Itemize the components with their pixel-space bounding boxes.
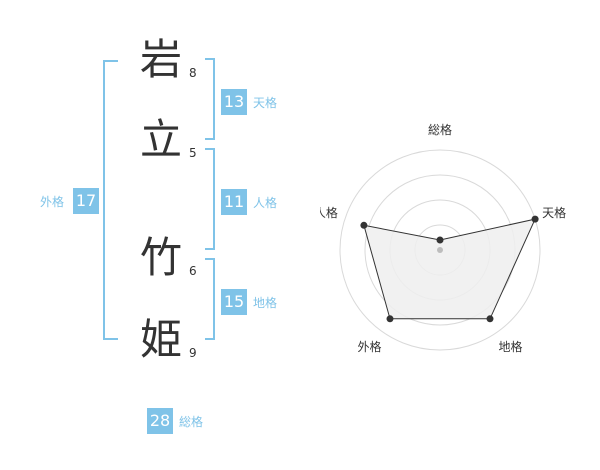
- gaikaku-label: 外格: [40, 195, 65, 209]
- tenkaku-bracket: [205, 58, 215, 140]
- radar-data-area: [363, 218, 536, 320]
- jinkaku-bracket: [205, 148, 215, 250]
- chikaku-bracket: [205, 258, 215, 340]
- radar-axis-label-4: 外格: [357, 339, 381, 354]
- radar-center-dot: [437, 247, 443, 253]
- stroke-count-4: 9: [189, 346, 197, 360]
- radar-axis-label-3: 地格: [498, 339, 522, 354]
- gaikaku-badge: 17: [73, 188, 99, 214]
- name-char-2: 立: [139, 115, 182, 164]
- jinkaku-badge: 11: [221, 189, 247, 215]
- name-char-4: 姫: [139, 315, 182, 364]
- stroke-count-1: 8: [189, 66, 197, 80]
- tenkaku-label: 天格: [253, 96, 278, 110]
- chikaku-badge: 15: [221, 289, 247, 315]
- radar-point-5: [360, 221, 368, 229]
- gaikaku-bracket: [103, 60, 118, 340]
- radar-point-3: [486, 315, 494, 323]
- chikaku-label: 地格: [253, 296, 278, 310]
- radar-point-4: [386, 315, 394, 323]
- jinkaku-label: 人格: [253, 196, 278, 210]
- tenkaku-badge: 13: [221, 89, 247, 115]
- radar-ring-4: [339, 149, 541, 351]
- radar-axis-label-1: 総格: [428, 122, 452, 137]
- soukaku-label: 総格: [179, 415, 204, 429]
- radar-axis-label-2: 天格: [542, 205, 566, 220]
- radar-point-2: [531, 215, 539, 223]
- name-char-3: 竹: [139, 233, 182, 282]
- stroke-count-2: 5: [189, 146, 197, 160]
- stroke-count-3: 6: [189, 264, 197, 278]
- radar-point-1: [436, 236, 444, 244]
- radar-axis-label-5: 人格: [320, 205, 338, 220]
- name-char-1: 岩: [139, 35, 182, 84]
- soukaku-badge: 28: [147, 408, 173, 434]
